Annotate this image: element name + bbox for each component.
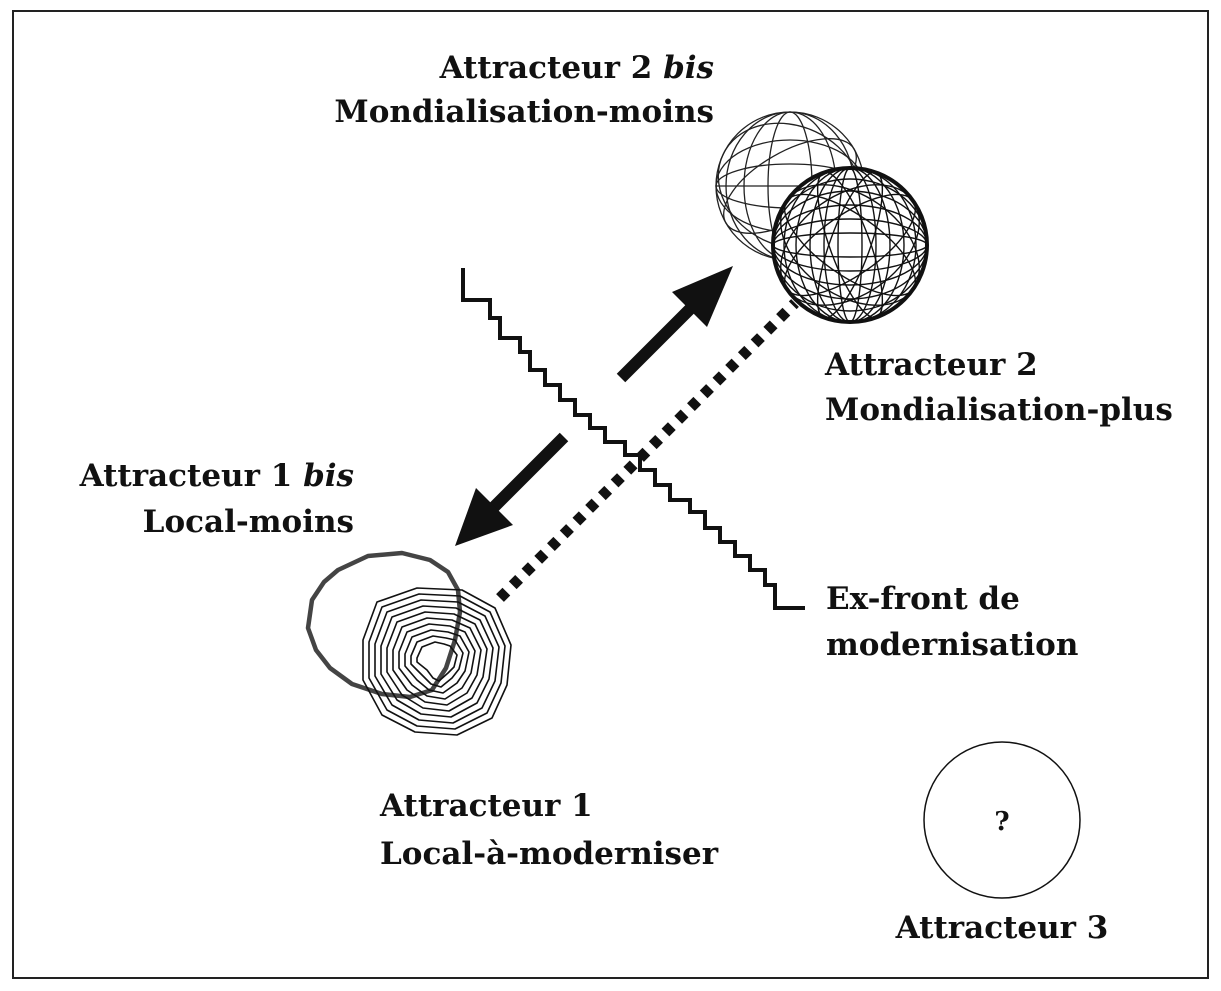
attractor-1-rings [362,587,512,736]
arrow-to-attractor-1-bis [455,432,569,546]
diagram-frame [12,10,1209,979]
attractor-1-bis-title: Attracteur 1 bis [79,458,354,494]
attractor-1-title: Attracteur 1 [379,788,593,824]
attractor-2-subtitle: Mondialisation-plus [825,392,1173,428]
arrow-to-attractor-2-bis [616,266,733,383]
attractor-1-bis-subtitle: Local-moins [143,504,354,540]
attractor-2-sphere [771,166,929,324]
attractor-2-title: Attracteur 2 [824,347,1038,383]
ex-front-label-line1: Ex-front de [826,581,1020,617]
dotted-connector-line [496,299,799,602]
attractor-3-circle [923,741,1081,899]
attractor-3-question-mark: ? [994,807,1009,837]
attractor-3-title: Attracteur 3 [895,910,1109,946]
ex-front-label-line2: modernisation [826,627,1078,663]
attractor-1-subtitle: Local-à-moderniser [380,836,719,872]
attractor-2-bis-subtitle: Mondialisation-moins [334,94,714,130]
attractor-2-bis-title: Attracteur 2 bis [439,50,714,86]
ex-front-zigzag-line [461,268,805,610]
